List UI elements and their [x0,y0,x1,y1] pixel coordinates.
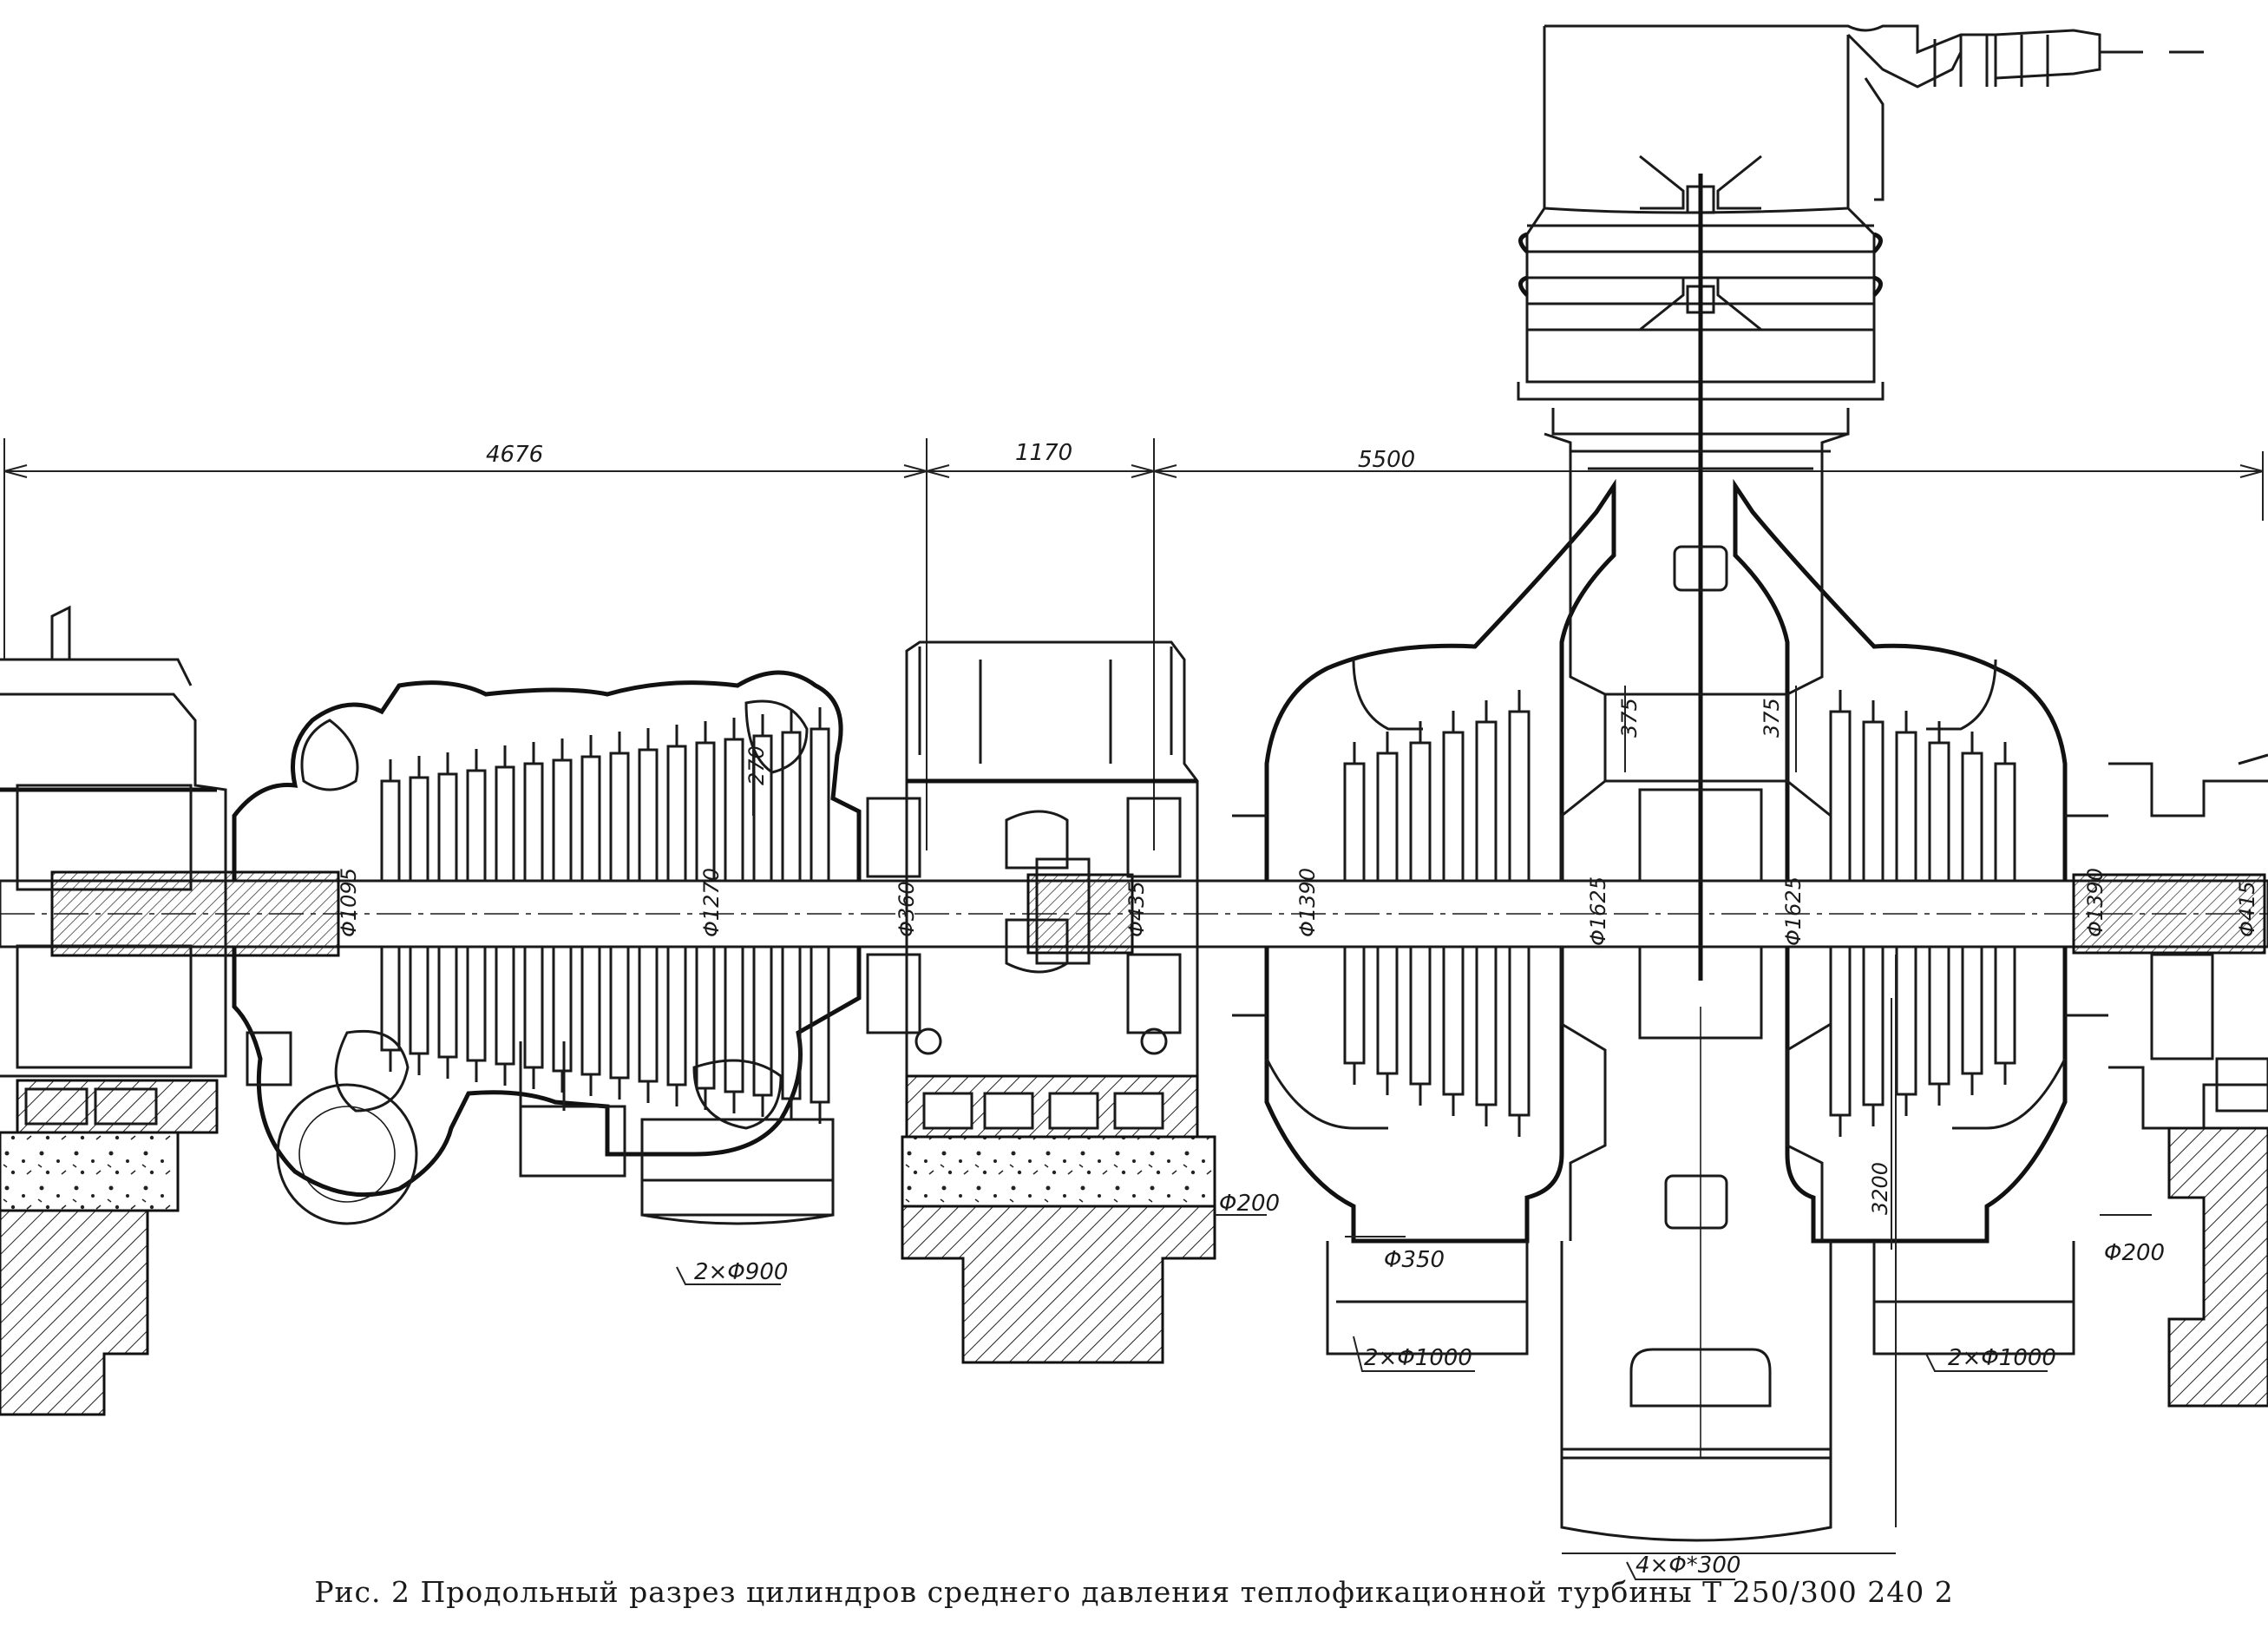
blade [1442,731,1465,883]
blade [724,945,744,1093]
blade [1994,762,2016,883]
outlet-2x900: 2×Φ900 [694,1259,788,1285]
blade-rows-cylinder-1 [380,707,830,1124]
dia-1625-right: Φ1625 [1781,876,1806,946]
dia-415: Φ415 [2235,881,2259,937]
shaft [0,870,2268,957]
blade [666,945,687,1086]
blade [695,945,716,1090]
blade [495,765,515,883]
dim-375-left: 375 [1617,698,1642,738]
blade [724,738,744,883]
dim-1170: 1170 [1015,440,1072,466]
blade [1862,720,1885,883]
outlet-350: Φ350 [1384,1247,1445,1273]
blade [1343,945,1366,1065]
blade [695,741,716,883]
blade [552,945,573,1073]
outlet-2x1000-left: 2×Φ1000 [1364,1345,1472,1371]
blade [752,734,773,883]
dia-1270: Φ1270 [699,868,724,937]
dim-375-right: 375 [1760,698,1784,738]
lp-cylinder-2 [1232,478,2108,1356]
blade [1928,741,1950,883]
dia-1625-left: Φ1625 [1586,876,1610,946]
blade [1829,945,1852,1117]
blade [810,727,830,883]
blade [1442,945,1465,1096]
outlet-leaders [676,1214,2152,1580]
blade [1862,945,1885,1106]
dim-4676: 4676 [486,442,543,468]
dim-5500: 5500 [1358,447,1415,473]
outlet-2x1000-right: 2×Φ1000 [1948,1345,2056,1371]
blade [638,945,659,1083]
overall-dimension-line [3,438,2264,850]
blade [609,752,630,883]
outlet-200-right: Φ200 [2104,1240,2165,1266]
central-exhaust-chamber [1560,538,1832,1542]
blade [1994,945,2016,1065]
blade [552,758,573,883]
figure-caption: Рис. 2 Продольный разрез цилиндров средн… [314,1575,1954,1609]
blade [1829,710,1852,883]
middle-bearing-housing [866,640,1216,1364]
dia-435: Φ435 [1124,881,1149,937]
blade [580,755,601,883]
right-bearing-housing [2108,753,2268,1408]
blade [1895,731,1917,883]
blade [466,769,487,883]
blade [752,945,773,1097]
blade [1475,945,1498,1106]
dim-270: 270 [744,745,769,785]
blade [580,945,601,1076]
blade [437,772,458,883]
left-bearing-housing [0,605,227,1416]
blade [409,776,429,883]
blade [1928,945,1950,1086]
blade [1343,762,1366,883]
blade [1475,720,1498,883]
blade [666,745,687,883]
blade-rows-cylinder-2 [1343,690,2016,1137]
blade [781,945,802,1100]
blade [1961,945,1983,1075]
blade [810,945,830,1104]
dia-1095: Φ1095 [337,868,361,937]
blade [523,945,544,1069]
blade [638,748,659,883]
blade [609,945,630,1080]
blade [1376,752,1399,883]
outlet-4x300: 4×Φ*300 [1635,1553,1740,1579]
outlet-200-left: Φ200 [1219,1191,1280,1217]
blade [523,762,544,883]
blade [380,779,401,883]
blade [1895,945,1917,1096]
dia-1390-right: Φ1390 [2083,868,2107,937]
blade [1961,752,1983,883]
blade [437,945,458,1059]
blade [466,945,487,1062]
dim-3200: 3200 [1868,1162,1892,1215]
dia-360: Φ360 [895,881,919,937]
dia-1390-left: Φ1390 [1295,868,1320,937]
extraction-pipe-top [1517,24,2204,1458]
blade [1508,945,1531,1117]
blade [380,945,401,1052]
blade [409,945,429,1055]
blade [495,945,515,1066]
blade [1508,710,1531,883]
hp-cylinder-1 [232,670,862,1225]
blade [1409,741,1432,883]
blade [1409,945,1432,1086]
radial-dimension-marks [752,686,1897,1527]
blade [781,731,802,883]
blade [1376,945,1399,1075]
